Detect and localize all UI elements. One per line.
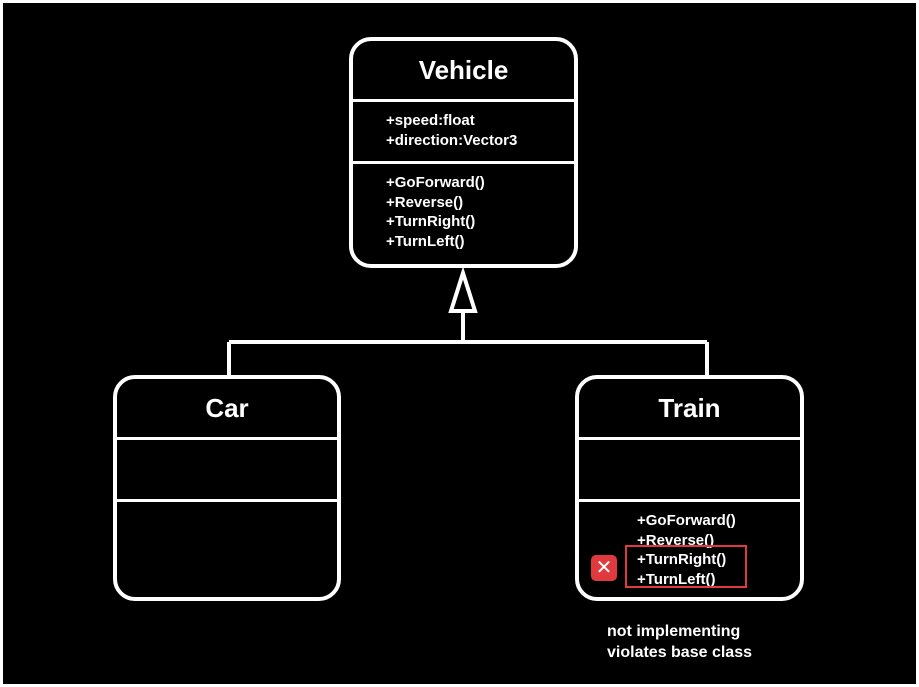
class-train: Train +GoForward() +Reverse() +TurnRight…	[575, 375, 804, 601]
method-item: +TurnRight()	[386, 213, 476, 230]
violation-note-line: not implementing	[607, 623, 741, 640]
class-car-attributes	[117, 440, 337, 499]
inheritance-connector	[227, 266, 709, 377]
class-vehicle-attributes: +speed:float +direction:Vector3	[353, 102, 574, 152]
violation-note-line: violates base class	[607, 644, 752, 661]
class-train-divider-2	[579, 499, 800, 502]
method-item: +Reverse()	[386, 193, 464, 211]
class-train-name: Train	[658, 393, 721, 423]
class-car-divider-1	[117, 437, 337, 440]
method-item: +Reverse()	[637, 531, 715, 549]
class-car-name: Car	[205, 393, 249, 423]
class-vehicle-divider-1	[353, 99, 574, 102]
attribute-item: +direction:Vector3	[386, 131, 518, 149]
method-item-violating: +TurnLeft()	[637, 570, 716, 588]
class-car-divider-2	[117, 499, 337, 502]
class-vehicle-methods: +GoForward() +Reverse() +TurnRight() +Tu…	[353, 164, 574, 251]
method-item: +TurnLeft()	[386, 232, 465, 250]
class-vehicle-name: Vehicle	[418, 55, 509, 85]
inheritance-arrowhead	[448, 266, 478, 313]
attribute-item: +speed:float	[386, 112, 475, 129]
class-car: Car	[113, 375, 341, 601]
class-vehicle: Vehicle +speed:float +direction:Vector3 …	[349, 37, 578, 268]
method-item-violating: +TurnRight()	[637, 551, 727, 568]
method-item: +GoForward()	[386, 174, 485, 191]
class-train-attributes	[579, 440, 800, 499]
diagram-canvas: Vehicle +speed:float +direction:Vector3 …	[3, 3, 916, 684]
violation-highlight	[625, 545, 747, 588]
method-item: +GoForward()	[637, 512, 736, 529]
violation-note: not implementing violates base class	[607, 621, 752, 663]
class-train-methods: +GoForward() +Reverse() +TurnRight() +Tu…	[579, 502, 800, 589]
class-train-divider-1	[579, 437, 800, 440]
x-mark-icon: ✕	[591, 555, 617, 581]
class-vehicle-divider-2	[353, 161, 574, 164]
